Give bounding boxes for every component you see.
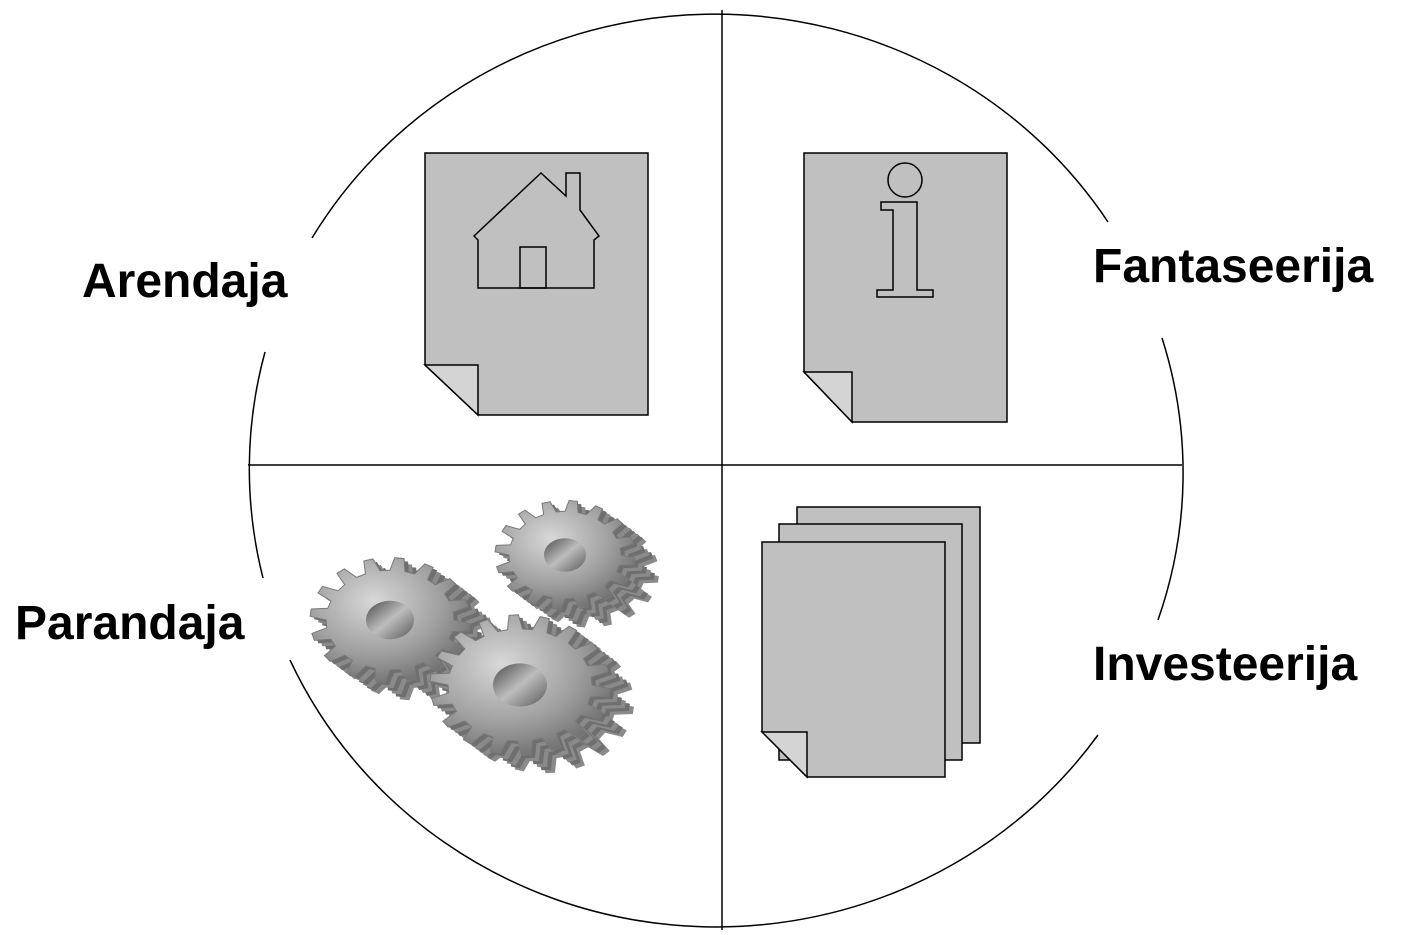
gear-front [429,614,634,774]
gear-back [494,499,659,628]
label-arendaja: Arendaja [82,255,288,308]
house-document-icon [423,152,649,417]
document-stack-icon [760,506,981,779]
label-fantaseerija: Fantaseerija [1093,240,1374,293]
circle-outline [248,13,1184,928]
info-icon [876,162,934,298]
circle-arc-bottom [289,659,1099,928]
circle-arc-top [311,13,1109,239]
label-parandaja: Parandaja [15,597,245,650]
gears-icon [309,499,659,774]
gear-back-hole [544,538,586,572]
gear-front-hole [493,663,547,707]
house-icon [472,171,601,289]
circle-arc-right [1157,337,1184,621]
label-investeerija: Investeerija [1093,638,1358,691]
gear-left-hole [366,600,414,640]
info-document-icon [802,152,1008,424]
